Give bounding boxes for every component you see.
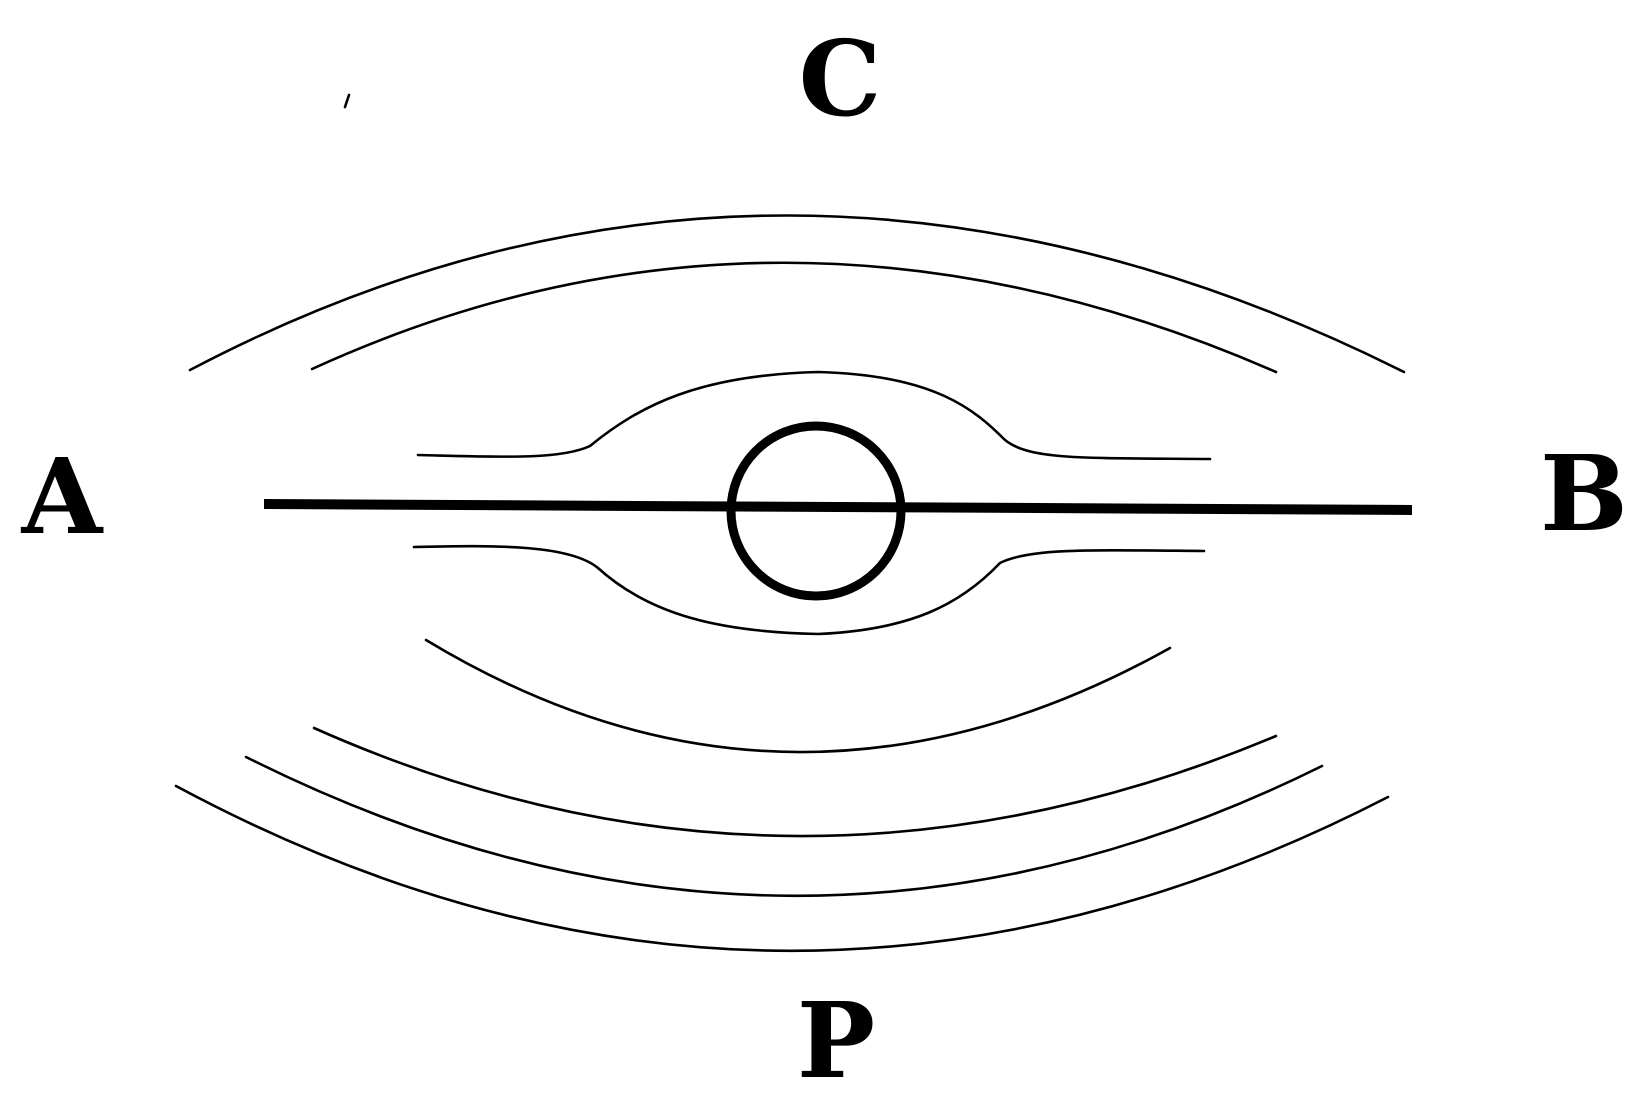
label-a: A <box>21 435 104 558</box>
lower-arc-third <box>244 755 1324 898</box>
upper-arc-second <box>310 261 1278 374</box>
central-ring <box>726 421 906 601</box>
label-b: B <box>1540 432 1626 555</box>
upper-arc-outer <box>188 214 1406 374</box>
label-p: P <box>797 979 875 1102</box>
axis-line <box>263 499 1413 515</box>
lower-deflected-line <box>412 544 1206 636</box>
lower-arc-first <box>424 638 1172 754</box>
lower-arc-outer <box>174 784 1390 953</box>
stray-mark <box>343 93 351 109</box>
label-c: C <box>799 17 882 140</box>
lower-arc-second <box>312 726 1278 838</box>
upper-deflected-line <box>416 370 1212 461</box>
